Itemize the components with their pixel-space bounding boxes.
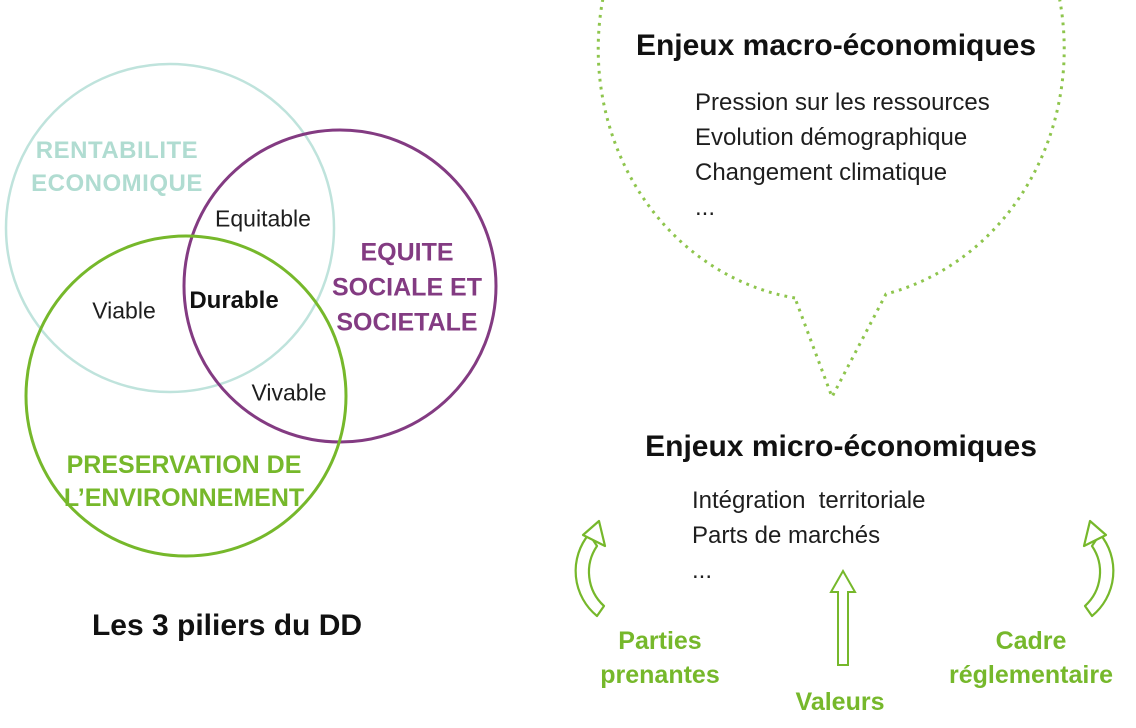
region-durable: Durable xyxy=(189,287,279,314)
macro-item: ... xyxy=(695,194,716,221)
social-circle-label: EQUITE SOCIALE ET SOCIETALE xyxy=(331,238,483,337)
region-equitable: Equitable xyxy=(215,205,311,232)
macro-item: Changement climatique xyxy=(695,159,948,186)
economic-circle-label: RENTABILITE ECONOMIQUE xyxy=(31,137,203,197)
micro-title: Enjeux micro-économiques xyxy=(645,430,1037,463)
micro-item: Parts de marchés xyxy=(692,522,881,549)
macro-list: Pression sur les ressources Evolution dé… xyxy=(695,85,990,225)
micro-list: Intégration territoriale Parts de marché… xyxy=(692,483,925,588)
venn-caption: Les 3 piliers du DD xyxy=(91,609,363,642)
footer-label-parties-prenantes: Parties prenantes xyxy=(600,627,720,689)
footer-label-valeurs: Valeurs xyxy=(795,688,885,716)
macro-title: Enjeux macro-économiques xyxy=(635,29,1037,62)
curved-arrow-right-icon xyxy=(1082,519,1115,618)
speech-bubble-outline xyxy=(596,0,1066,401)
region-vivable: Vivable xyxy=(251,379,327,406)
footer-label-cadre-reglementaire: Cadre réglementaire xyxy=(949,627,1113,689)
macro-item: Pression sur les ressources xyxy=(695,89,990,116)
economic-circle xyxy=(4,62,336,394)
micro-item: ... xyxy=(692,557,713,584)
region-viable: Viable xyxy=(92,297,156,324)
environment-circle xyxy=(24,234,348,558)
micro-item: Intégration territoriale xyxy=(692,487,926,514)
curved-arrow-left-icon xyxy=(574,519,607,618)
macro-item: Evolution démographique xyxy=(695,124,968,151)
up-arrow-icon xyxy=(829,568,857,666)
environment-circle-label: PRESERVATION DE L’ENVIRONNEMENT xyxy=(63,451,305,512)
